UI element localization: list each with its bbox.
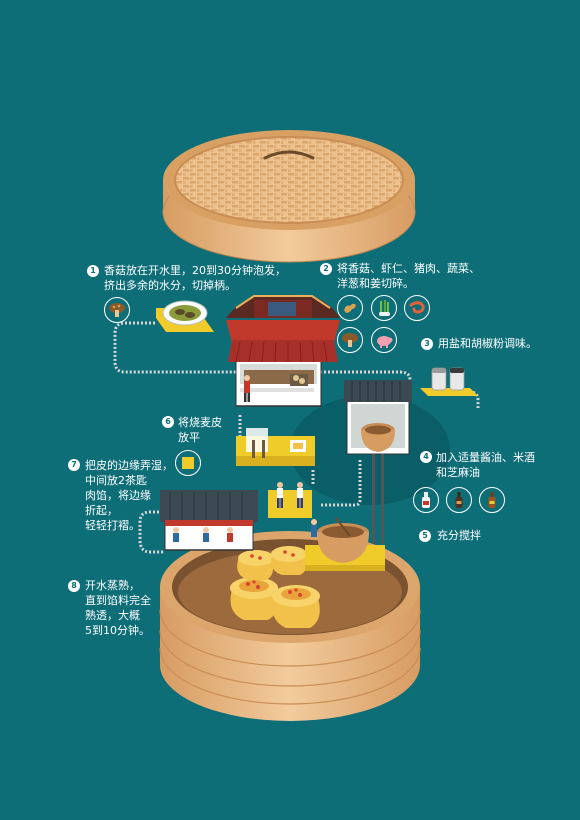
scallion-icon xyxy=(371,295,397,321)
soaking-platform xyxy=(156,300,214,332)
step-5-text: 充分搅拌 xyxy=(437,529,481,542)
step-6-number: 6 xyxy=(162,416,174,428)
pig-icon xyxy=(371,327,397,353)
shumai-dumplings xyxy=(230,546,320,628)
sesame-oil-bottle-icon xyxy=(479,487,505,513)
steamer-lid xyxy=(162,130,416,263)
mixing-house xyxy=(344,380,412,544)
step-1-text: 香菇放在开水里，20到30分钟泡发， 挤出多余的水分，切掉柄。 xyxy=(104,264,286,292)
shrimp-icon xyxy=(404,295,430,321)
step-5-number: 5 xyxy=(419,530,431,542)
workers xyxy=(268,482,317,537)
step-2-text: 将香菇、虾仁、猪肉、蔬菜、 洋葱和姜切碎。 xyxy=(337,262,480,290)
mushroom-icon xyxy=(337,327,363,353)
square-wrapper-icon xyxy=(175,450,201,476)
step-8-text: 开水蒸熟， 直到馅料完全 熟透，大概 5到10分钟。 xyxy=(85,579,151,637)
mushroom-icon xyxy=(104,297,130,323)
mixing-pot xyxy=(305,517,385,571)
step-4-text: 加入适量酱油、米酒 和芝麻油 xyxy=(436,451,535,479)
step-6-text: 将烧麦皮 放平 xyxy=(178,416,222,444)
soy-sauce-bottle-icon xyxy=(413,487,439,513)
step-1-number: 1 xyxy=(87,265,99,277)
temple-building xyxy=(226,295,340,407)
folding-house xyxy=(160,490,258,551)
ginger-icon xyxy=(337,295,363,321)
step-3-text: 用盐和胡椒粉调味。 xyxy=(438,337,537,350)
step-2-number: 2 xyxy=(320,263,332,275)
rice-wine-bottle-icon xyxy=(446,487,472,513)
step-4-number: 4 xyxy=(420,451,432,463)
step-8-number: 8 xyxy=(68,580,80,592)
step-7-text: 把皮的边缘弄湿， 中间放2茶匙 肉馅，将边缘 折起， 轻轻打褶。 xyxy=(85,459,173,532)
step-3-number: 3 xyxy=(421,338,433,350)
wrapper-platform xyxy=(236,428,315,466)
step-7-number: 7 xyxy=(68,459,80,471)
seasoning-platform xyxy=(420,367,478,396)
